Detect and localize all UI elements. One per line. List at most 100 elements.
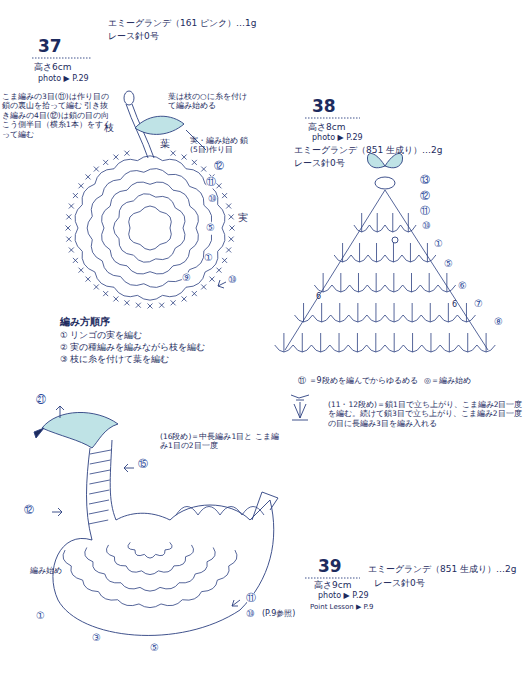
stitch-repeats: [63, 151, 495, 608]
tall-stitch: [466, 303, 467, 322]
tall-stitch: [361, 213, 362, 232]
tall-stitch: [340, 273, 341, 292]
tall-stitch: [412, 333, 413, 352]
callout-number: ⑪: [206, 176, 216, 189]
chain-loop: [179, 574, 195, 583]
neck-stitch: [89, 520, 109, 524]
chain-loop: [150, 266, 173, 274]
chain-loop: [150, 182, 173, 190]
tall-stitch: [376, 273, 377, 292]
callout-number: ①: [434, 238, 443, 251]
cross-stitch: [159, 303, 164, 308]
chain-loop: [82, 184, 95, 205]
swan-head: [42, 412, 118, 448]
chain-loop: [85, 548, 93, 562]
chain-loop: [63, 550, 71, 566]
callout-number: ⑪: [246, 592, 256, 605]
chain-loop: [144, 554, 155, 558]
tall-stitch: [283, 333, 284, 352]
callout-number: ⑫: [420, 190, 430, 203]
tall-stitch: [392, 213, 393, 232]
note-text: レース針0号: [374, 578, 425, 589]
chain-loop: [160, 212, 171, 228]
chain-loop: [129, 212, 140, 228]
cross-stitch: [86, 277, 91, 282]
chain-loop: [189, 251, 203, 270]
tall-stitch: [375, 333, 376, 352]
chain-loop: [207, 548, 215, 562]
cross-stitch: [182, 155, 187, 160]
note-text: (16段め)＝中長編み1目と こま編み1目の2目一度: [160, 432, 286, 451]
picot: [176, 507, 198, 516]
chain-loop: [186, 169, 205, 184]
chain-loop: [158, 566, 173, 572]
tall-stitch: [359, 243, 360, 262]
chain-loop: [91, 195, 102, 216]
cross-stitch: [171, 151, 176, 156]
chain-loop: [217, 566, 229, 580]
note-text: photo ▶ P.29: [312, 133, 363, 143]
callout-number: ⑩: [246, 608, 255, 621]
chain-loop: [128, 542, 135, 550]
chain-loop: [134, 194, 156, 201]
callout-number: ⑪: [420, 205, 430, 218]
beak: [34, 428, 44, 438]
cross-stitch: [86, 174, 91, 179]
chain-loop: [105, 574, 121, 583]
chain-loop: [190, 206, 199, 228]
callout-number: ⑤: [150, 642, 159, 655]
start-mark: [392, 237, 398, 243]
chain-loop: [202, 580, 218, 592]
callout-number: ①: [204, 252, 213, 265]
cross-stitch: [113, 296, 118, 301]
neck-stitch: [89, 480, 109, 484]
note-text: 葉: [160, 138, 170, 151]
chain-loop: [175, 228, 185, 248]
chain-loop: [119, 239, 134, 255]
cross-stitch: [66, 237, 71, 242]
chain-loop: [134, 255, 156, 262]
callout-number: ⑧: [494, 316, 503, 329]
chain-loop: [114, 557, 126, 566]
chain-loop: [135, 550, 144, 556]
tall-stitch: [357, 333, 358, 352]
tall-stitch: [339, 333, 340, 352]
cross-stitch: [192, 160, 197, 165]
chain-loop: [173, 250, 190, 266]
bell-side: [285, 190, 488, 350]
chain-loop: [106, 545, 114, 557]
chain-loop: [95, 169, 114, 184]
note-text: ⑪ ＝9段めを編んでからゆるめる: [298, 376, 418, 386]
neck-stitch: [90, 460, 111, 464]
tall-stitch: [320, 333, 321, 352]
chain-loop: [102, 179, 120, 195]
chain-loop: [114, 159, 137, 168]
chain-loop: [121, 583, 140, 589]
note-text: エミーグランデ（851 生成り）…2g: [368, 564, 516, 575]
tall-stitch: [302, 333, 303, 352]
chain-loop: [186, 545, 194, 557]
tall-stitch: [486, 333, 487, 352]
chain-loop: [129, 228, 140, 244]
note-text: ② 実の種編みを編みながら枝を編む: [60, 342, 205, 353]
chain-loop: [139, 604, 161, 608]
cross-stitch: [171, 300, 176, 305]
chain-loop: [156, 550, 165, 556]
direction-arrow: [218, 280, 226, 288]
neck-stitch: [89, 510, 109, 514]
chain-loop: [163, 159, 186, 168]
cross-stitch: [94, 167, 99, 172]
chain-loop: [161, 600, 182, 606]
callout-number: ⑥: [458, 280, 467, 293]
chain-loop: [174, 557, 186, 566]
chain-loop: [182, 592, 201, 601]
note-text: ◎＝編み始め: [424, 376, 471, 386]
chain-loop: [91, 240, 102, 261]
note-text: エミーグランデ（161 ピンク）…1g: [108, 18, 256, 29]
tall-stitch: [394, 303, 395, 322]
note-text: 高さ8cm: [308, 122, 345, 133]
cross-stitch: [226, 247, 231, 252]
tall-stitch: [410, 243, 411, 262]
chain-loop: [102, 228, 111, 250]
cross-stitch: [148, 304, 153, 309]
